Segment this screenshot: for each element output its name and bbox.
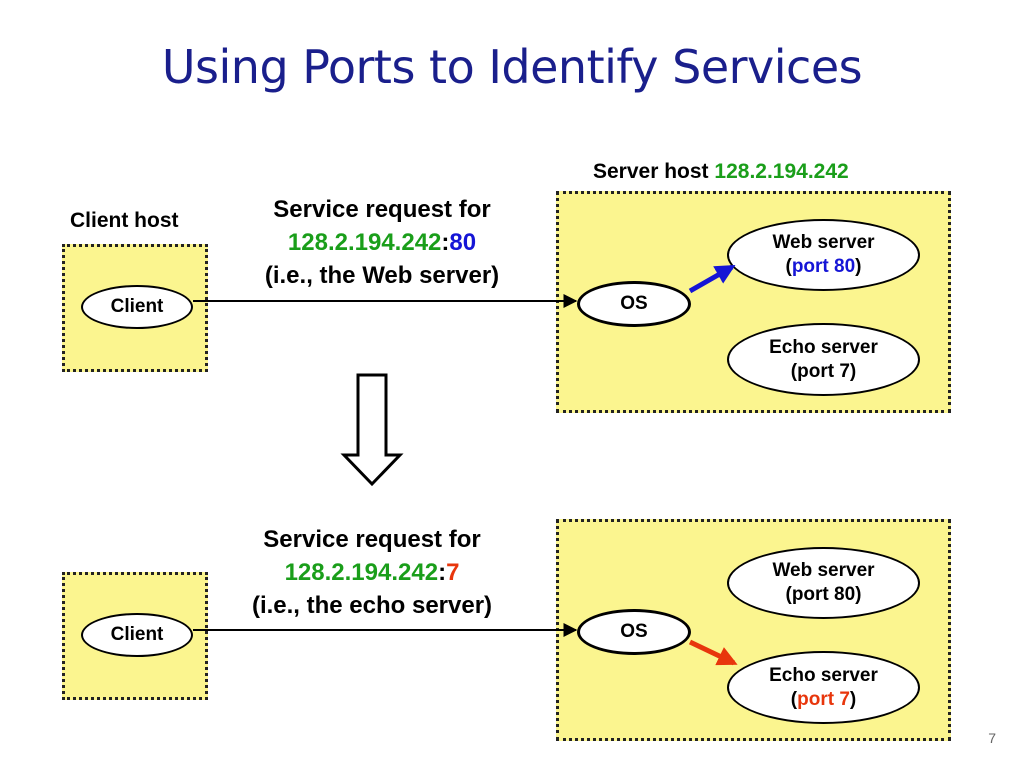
request-line-1: Service request for <box>273 196 491 223</box>
web-server-label: Web server <box>772 232 875 254</box>
page-number: 7 <box>988 730 996 746</box>
service-request-top: Service request for 128.2.194.242:80 (i.… <box>222 193 542 292</box>
os-ellipse-top: OS <box>577 281 691 327</box>
request-port: 7 <box>446 559 460 587</box>
client-label: Client <box>110 296 164 318</box>
os-label: OS <box>620 621 648 643</box>
client-label: Client <box>110 624 164 646</box>
web-server-ellipse-bottom: Web server (port 80) <box>727 547 920 619</box>
os-ellipse-bottom: OS <box>577 609 691 655</box>
server-ip: 128.2.194.242 <box>714 160 849 183</box>
dispatch-arrow-echo <box>688 639 738 666</box>
dispatch-arrow-web <box>688 264 736 294</box>
request-line-3: (i.e., the echo server) <box>251 592 493 620</box>
transition-down-arrow <box>340 373 404 487</box>
request-ip: 128.2.194.242 <box>287 229 442 257</box>
request-line-2: 128.2.194.242:7 <box>212 556 532 589</box>
client-ellipse-top: Client <box>81 285 193 329</box>
client-host-label: Client host <box>70 209 179 232</box>
web-server-port: (port 80) <box>785 256 862 277</box>
service-request-bottom: Service request for 128.2.194.242:7 (i.e… <box>212 523 532 622</box>
request-port: 80 <box>449 229 477 257</box>
echo-server-port: (port 7) <box>790 688 857 710</box>
web-server-label: Web server <box>772 560 875 582</box>
server-host-text: Server host <box>593 160 709 183</box>
server-host-label: Server host 128.2.194.242 <box>593 160 849 184</box>
echo-server-label: Echo server <box>769 336 878 358</box>
client-ellipse-bottom: Client <box>81 613 193 657</box>
request-colon: : <box>438 559 447 587</box>
echo-server-ellipse-bottom: Echo server (port 7) <box>727 651 920 724</box>
web-port-highlight: port 80 <box>791 256 856 277</box>
echo-server-ellipse-top: Echo server (port 7) <box>727 323 920 396</box>
request-colon: : <box>441 229 450 257</box>
slide-title: Using Ports to Identify Services <box>161 40 863 94</box>
request-line-3: (i.e., the Web server) <box>264 262 500 290</box>
web-server-ellipse-top: Web server (port 80) <box>727 219 920 291</box>
echo-port-highlight: port 7 <box>797 688 850 710</box>
request-line-1: Service request for <box>263 526 481 553</box>
request-line-2: 128.2.194.242:80 <box>222 226 542 259</box>
web-server-port: (port 80) <box>785 584 862 605</box>
echo-server-port: (port 7) <box>790 360 857 382</box>
request-ip: 128.2.194.242 <box>284 559 439 587</box>
os-label: OS <box>620 293 648 315</box>
echo-server-label: Echo server <box>769 664 878 686</box>
